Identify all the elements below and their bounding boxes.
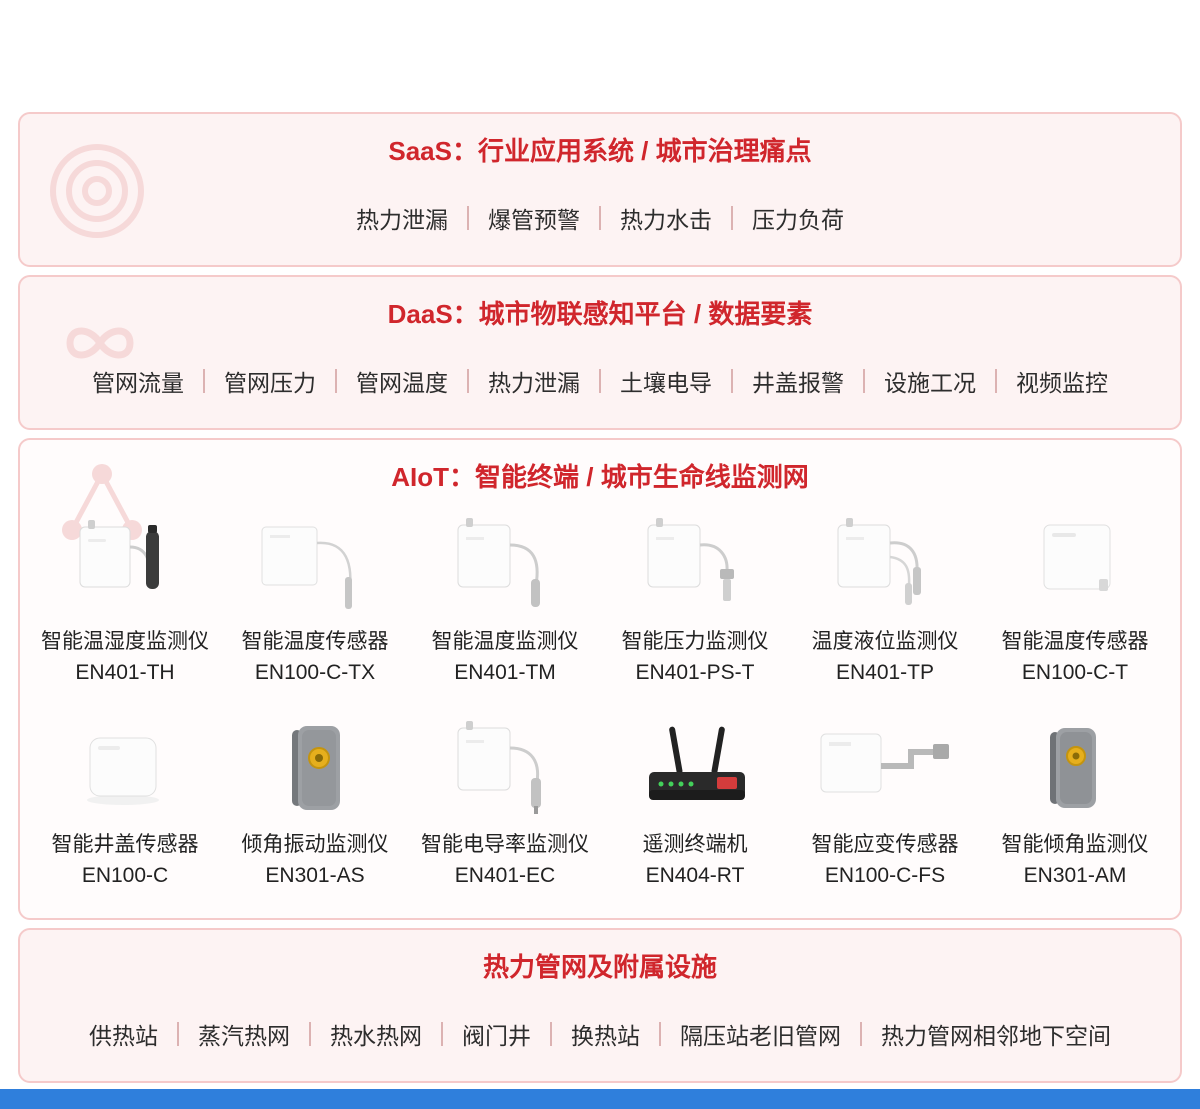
saas-panel: SaaS：行业应用系统 / 城市治理痛点 热力泄漏 爆管预警 热力水击 压力负荷: [18, 112, 1182, 267]
daas-item: 管网压力: [184, 364, 316, 398]
device-photo: [224, 719, 406, 815]
facilities-item: 供热站: [89, 1023, 158, 1049]
telemetry-terminal-icon: [649, 726, 745, 800]
daas-panel: DaaS：城市物联感知平台 / 数据要素 管网流量 管网压力 管网温度 热力泄漏…: [18, 275, 1182, 430]
conductivity-monitor-icon: [457, 721, 541, 814]
daas-item: 设施工况: [844, 364, 976, 398]
manhole-sensor-icon: [87, 737, 159, 805]
saas-item: 爆管预警: [448, 201, 580, 235]
device-photo: [34, 719, 216, 815]
product-model: EN301-AS: [265, 864, 365, 887]
facilities-item: 隔压站老旧管网: [640, 1017, 841, 1051]
facilities-item: 蒸汽热网: [158, 1017, 290, 1051]
daas-item: 井盖报警: [712, 364, 844, 398]
facilities-title: 热力管网及附属设施: [482, 952, 717, 982]
device-photo: [604, 516, 786, 612]
product-model: EN401-TH: [75, 661, 175, 684]
aiot-product-grid: 智能温湿度监测仪 EN401-TH 智能温度传感器 EN100-C-TX: [20, 494, 1180, 918]
saas-title: SaaS：行业应用系统 / 城市治理痛点: [388, 136, 812, 166]
product-card: 智能井盖传感器 EN100-C: [34, 719, 216, 888]
bottom-blue-bar: [0, 1089, 1200, 1109]
product-name: 智能井盖传感器: [51, 833, 199, 856]
infographic-page: SaaS：行业应用系统 / 城市治理痛点 热力泄漏 爆管预警 热力水击 压力负荷…: [0, 0, 1200, 1083]
product-name: 智能温度传感器: [1001, 630, 1149, 653]
daas-item: 管网温度: [316, 364, 448, 398]
product-name: 智能温度监测仪: [431, 630, 579, 653]
saas-item: 热力水击: [580, 201, 712, 235]
device-photo: [414, 719, 596, 815]
product-name: 智能应变传感器: [811, 833, 959, 856]
product-model: EN404-RT: [645, 864, 745, 887]
tilt-monitor-icon: [1050, 728, 1096, 808]
device-photo: [604, 719, 786, 815]
product-card: 智能倾角监测仪 EN301-AM: [984, 719, 1166, 888]
device-photo: [414, 516, 596, 612]
product-card: 智能温湿度监测仪 EN401-TH: [34, 516, 216, 685]
device-photo: [984, 516, 1166, 612]
saas-item: 热力泄漏: [356, 207, 448, 233]
facilities-panel: 热力管网及附属设施 供热站 蒸汽热网 热水热网 阀门井 换热站 隔压站老旧管网 …: [18, 928, 1182, 1083]
tilt-vibration-monitor-icon: [292, 726, 340, 810]
device-photo: [794, 516, 976, 612]
product-model: EN401-TP: [835, 661, 935, 684]
aiot-panel: AIoT：智能终端 / 城市生命线监测网 智能温湿度监测仪 EN401-TH: [18, 438, 1182, 920]
product-name: 智能倾角监测仪: [1001, 833, 1149, 856]
product-name: 温度液位监测仪: [811, 630, 959, 653]
product-card: 智能应变传感器 EN100-C-FS: [794, 719, 976, 888]
temp-humidity-monitor-icon: [79, 520, 159, 589]
daas-item: 视频监控: [976, 364, 1108, 398]
product-model: EN100-C-T: [1021, 661, 1129, 684]
daas-items: 管网流量 管网压力 管网温度 热力泄漏 土壤电导 井盖报警 设施工况 视频监控: [20, 331, 1180, 428]
device-photo: [224, 516, 406, 612]
saas-item: 压力负荷: [712, 201, 844, 235]
aiot-title: AIoT：智能终端 / 城市生命线监测网: [391, 462, 809, 492]
product-model: EN100-C-TX: [254, 661, 376, 684]
facilities-item: 热力管网相邻地下空间: [841, 1017, 1111, 1051]
product-card: 智能压力监测仪 EN401-PS-T: [604, 516, 786, 685]
product-name: 智能电导率监测仪: [421, 833, 589, 856]
product-model: EN301-AM: [1023, 864, 1127, 887]
temp-sensor-box-icon: [1043, 524, 1111, 591]
product-name: 倾角振动监测仪: [241, 833, 389, 856]
product-card: 智能电导率监测仪 EN401-EC: [414, 719, 596, 888]
product-name: 遥测终端机: [642, 833, 748, 856]
daas-title: DaaS：城市物联感知平台 / 数据要素: [387, 299, 813, 329]
daas-item: 热力泄漏: [448, 364, 580, 398]
daas-item: 管网流量: [92, 370, 184, 396]
product-card: 遥测终端机 EN404-RT: [604, 719, 786, 888]
product-card: 智能温度传感器 EN100-C-T: [984, 516, 1166, 685]
device-photo: [34, 516, 216, 612]
facilities-item: 换热站: [531, 1017, 640, 1051]
saas-items: 热力泄漏 爆管预警 热力水击 压力负荷: [20, 168, 1180, 265]
facilities-item: 热水热网: [290, 1017, 422, 1051]
temp-sensor-icon: [261, 526, 352, 609]
product-card: 智能温度监测仪 EN401-TM: [414, 516, 596, 685]
product-model: EN401-EC: [454, 864, 556, 887]
facilities-item: 阀门井: [422, 1017, 531, 1051]
product-card: 倾角振动监测仪 EN301-AS: [224, 719, 406, 888]
daas-item: 土壤电导: [580, 364, 712, 398]
strain-sensor-icon: [820, 733, 949, 793]
device-photo: [794, 719, 976, 815]
temp-monitor-icon: [457, 518, 540, 607]
product-name: 智能温度传感器: [241, 630, 389, 653]
pressure-monitor-icon: [647, 518, 734, 601]
temp-level-monitor-icon: [837, 518, 921, 605]
facilities-items: 供热站 蒸汽热网 热水热网 阀门井 换热站 隔压站老旧管网 热力管网相邻地下空间: [20, 984, 1180, 1081]
product-card: 智能温度传感器 EN100-C-TX: [224, 516, 406, 685]
product-card: 温度液位监测仪 EN401-TP: [794, 516, 976, 685]
product-name: 智能压力监测仪: [621, 630, 769, 653]
device-photo: [984, 719, 1166, 815]
product-model: EN401-TM: [454, 661, 556, 684]
product-name: 智能温湿度监测仪: [41, 630, 209, 653]
product-model: EN401-PS-T: [635, 661, 755, 684]
product-model: EN100-C-FS: [824, 864, 946, 887]
product-model: EN100-C: [81, 864, 169, 887]
